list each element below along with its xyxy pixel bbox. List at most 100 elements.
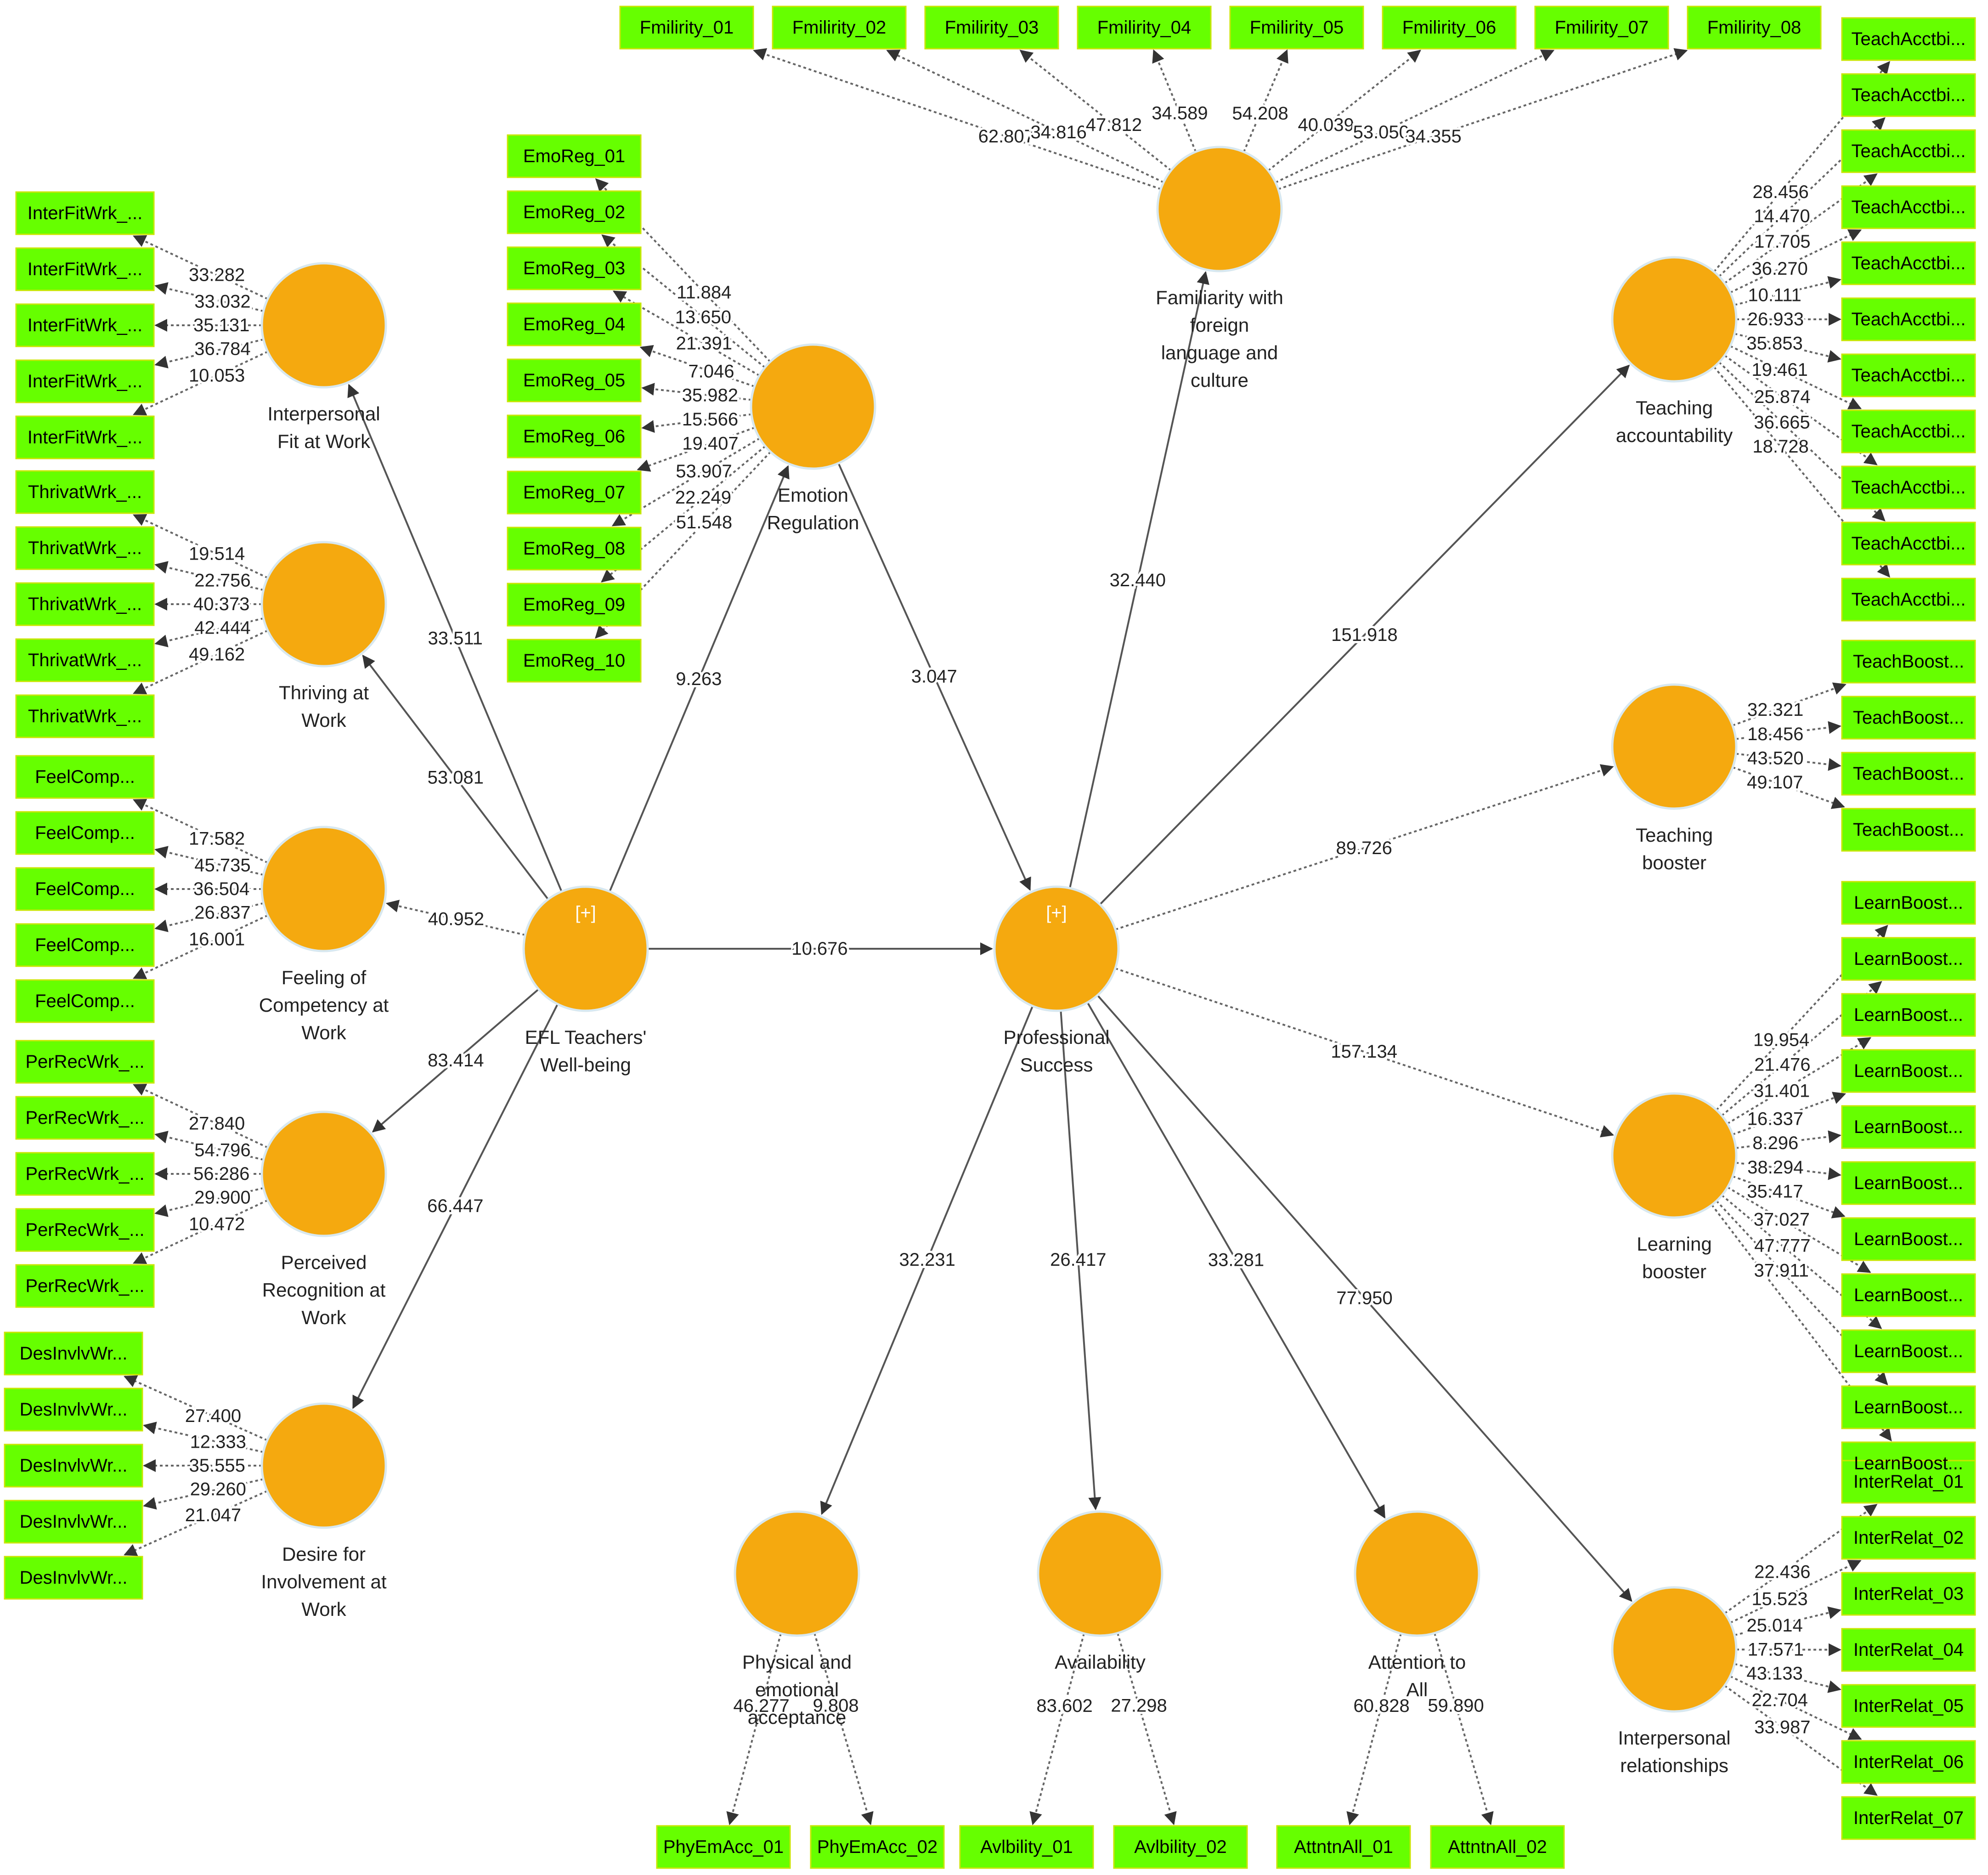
indicator-familiarity-8[interactable] bbox=[1687, 6, 1822, 50]
indicator-emotion_reg-3[interactable] bbox=[507, 246, 642, 290]
latent-familiarity[interactable] bbox=[1156, 146, 1283, 272]
indicator-desire_inv-5[interactable] bbox=[4, 1556, 143, 1600]
latent-attention[interactable] bbox=[1354, 1510, 1480, 1637]
indicator-feeling_comp-1[interactable] bbox=[15, 755, 155, 799]
indicator-thriving-5[interactable] bbox=[15, 694, 155, 738]
latent-emotion_reg[interactable] bbox=[750, 343, 876, 470]
indicator-emotion_reg-8[interactable] bbox=[507, 527, 642, 571]
indicator-emotion_reg-5[interactable] bbox=[507, 358, 642, 402]
indicator-emotion_reg-10[interactable] bbox=[507, 639, 642, 683]
indicator-emotion_reg-2[interactable] bbox=[507, 190, 642, 234]
indicator-teach_boost-2[interactable] bbox=[1841, 696, 1976, 740]
indicator-interp_fit-5[interactable] bbox=[15, 415, 155, 459]
indicator-interp_rel-1[interactable] bbox=[1841, 1460, 1976, 1504]
indicator-feeling_comp-4[interactable] bbox=[15, 923, 155, 967]
indicator-perceived_rec-4[interactable] bbox=[15, 1208, 155, 1252]
latent-prof[interactable] bbox=[993, 885, 1120, 1012]
indicator-learn_boost-2[interactable] bbox=[1841, 937, 1976, 981]
indicator-teach_acc-7[interactable] bbox=[1841, 353, 1976, 397]
indicator-phys_emot-2[interactable] bbox=[810, 1825, 945, 1869]
indicator-teach_acc-1[interactable] bbox=[1841, 17, 1976, 61]
indicator-interp_fit-2[interactable] bbox=[15, 247, 155, 291]
latent-interp_rel[interactable] bbox=[1611, 1586, 1738, 1713]
latent-learn_boost[interactable] bbox=[1611, 1092, 1738, 1219]
indicator-interp_rel-6[interactable] bbox=[1841, 1740, 1976, 1784]
indicator-learn_boost-8[interactable] bbox=[1841, 1273, 1976, 1317]
indicator-perceived_rec-2[interactable] bbox=[15, 1096, 155, 1140]
indicator-thriving-4[interactable] bbox=[15, 638, 155, 682]
indicator-interp_fit-3[interactable] bbox=[15, 303, 155, 347]
latent-perceived_rec[interactable] bbox=[260, 1110, 387, 1237]
indicator-interp_fit-1[interactable] bbox=[15, 191, 155, 235]
indicator-familiarity-3[interactable] bbox=[924, 6, 1059, 50]
indicator-feeling_comp-3[interactable] bbox=[15, 867, 155, 911]
indicator-interp_rel-2[interactable] bbox=[1841, 1516, 1976, 1560]
latent-teach_boost[interactable] bbox=[1611, 683, 1738, 810]
indicator-interp_rel-7[interactable] bbox=[1841, 1796, 1976, 1840]
indicator-learn_boost-7[interactable] bbox=[1841, 1217, 1976, 1261]
indicator-learn_boost-5[interactable] bbox=[1841, 1105, 1976, 1149]
indicator-teach_boost-4[interactable] bbox=[1841, 808, 1976, 852]
indicator-interp_rel-4[interactable] bbox=[1841, 1628, 1976, 1672]
indicator-learn_boost-3[interactable] bbox=[1841, 993, 1976, 1037]
indicator-emotion_reg-6[interactable] bbox=[507, 414, 642, 459]
indicator-teach_acc-8[interactable] bbox=[1841, 409, 1976, 453]
indicator-teach_acc-5[interactable] bbox=[1841, 241, 1976, 285]
indicator-feeling_comp-2[interactable] bbox=[15, 811, 155, 855]
indicator-teach_boost-1[interactable] bbox=[1841, 640, 1976, 684]
indicator-learn_boost-10[interactable] bbox=[1841, 1385, 1976, 1429]
indicator-attention-2[interactable] bbox=[1430, 1825, 1565, 1869]
indicator-desire_inv-3[interactable] bbox=[4, 1444, 143, 1488]
indicator-desire_inv-4[interactable] bbox=[4, 1500, 143, 1544]
latent-efl[interactable] bbox=[522, 885, 649, 1012]
indicator-emotion_reg-4[interactable] bbox=[507, 302, 642, 346]
indicator-availability-2[interactable] bbox=[1113, 1825, 1248, 1869]
indicator-teach_acc-11[interactable] bbox=[1841, 578, 1976, 622]
indicator-attention-1[interactable] bbox=[1276, 1825, 1411, 1869]
indicator-desire_inv-2[interactable] bbox=[4, 1388, 143, 1432]
indicator-phys_emot-1[interactable] bbox=[656, 1825, 791, 1869]
indicator-learn_boost-6[interactable] bbox=[1841, 1161, 1976, 1205]
indicator-teach_acc-2[interactable] bbox=[1841, 73, 1976, 117]
latent-teach_acc[interactable] bbox=[1611, 256, 1738, 383]
expand-marker[interactable]: [+] bbox=[1046, 903, 1067, 923]
latent-availability[interactable] bbox=[1037, 1510, 1163, 1637]
indicator-interp_rel-5[interactable] bbox=[1841, 1684, 1976, 1728]
indicator-perceived_rec-5[interactable] bbox=[15, 1264, 155, 1308]
indicator-teach_acc-6[interactable] bbox=[1841, 297, 1976, 341]
indicator-emotion_reg-7[interactable] bbox=[507, 470, 642, 515]
indicator-familiarity-4[interactable] bbox=[1077, 6, 1212, 50]
indicator-learn_boost-1[interactable] bbox=[1841, 881, 1976, 925]
indicator-familiarity-1[interactable] bbox=[619, 6, 754, 50]
indicator-familiarity-2[interactable] bbox=[772, 6, 907, 50]
indicator-emotion_reg-9[interactable] bbox=[507, 583, 642, 627]
latent-feeling_comp[interactable] bbox=[260, 826, 387, 952]
indicator-familiarity-6[interactable] bbox=[1382, 6, 1517, 50]
indicator-teach_acc-3[interactable] bbox=[1841, 129, 1976, 173]
latent-desire_inv[interactable] bbox=[260, 1402, 387, 1529]
indicator-emotion_reg-1[interactable] bbox=[507, 134, 642, 178]
indicator-label: TeachAcctbi... bbox=[1851, 197, 1965, 217]
indicator-familiarity-7[interactable] bbox=[1534, 6, 1669, 50]
indicator-teach_acc-10[interactable] bbox=[1841, 521, 1976, 566]
indicator-thriving-2[interactable] bbox=[15, 526, 155, 570]
indicator-thriving-1[interactable] bbox=[15, 470, 155, 514]
indicator-feeling_comp-5[interactable] bbox=[15, 979, 155, 1023]
expand-marker[interactable]: [+] bbox=[575, 903, 596, 923]
latent-thriving[interactable] bbox=[260, 541, 387, 668]
indicator-familiarity-5[interactable] bbox=[1229, 6, 1364, 50]
indicator-availability-1[interactable] bbox=[959, 1825, 1094, 1869]
indicator-learn_boost-4[interactable] bbox=[1841, 1049, 1976, 1093]
indicator-perceived_rec-3[interactable] bbox=[15, 1152, 155, 1196]
indicator-perceived_rec-1[interactable] bbox=[15, 1040, 155, 1084]
indicator-teach_acc-9[interactable] bbox=[1841, 465, 1976, 510]
indicator-learn_boost-9[interactable] bbox=[1841, 1329, 1976, 1373]
latent-phys_emot[interactable] bbox=[734, 1510, 860, 1637]
latent-interp_fit[interactable] bbox=[260, 262, 387, 389]
indicator-thriving-3[interactable] bbox=[15, 582, 155, 626]
indicator-teach_boost-3[interactable] bbox=[1841, 752, 1976, 796]
indicator-teach_acc-4[interactable] bbox=[1841, 185, 1976, 229]
indicator-interp_rel-3[interactable] bbox=[1841, 1572, 1976, 1616]
indicator-interp_fit-4[interactable] bbox=[15, 359, 155, 403]
indicator-desire_inv-1[interactable] bbox=[4, 1331, 143, 1376]
